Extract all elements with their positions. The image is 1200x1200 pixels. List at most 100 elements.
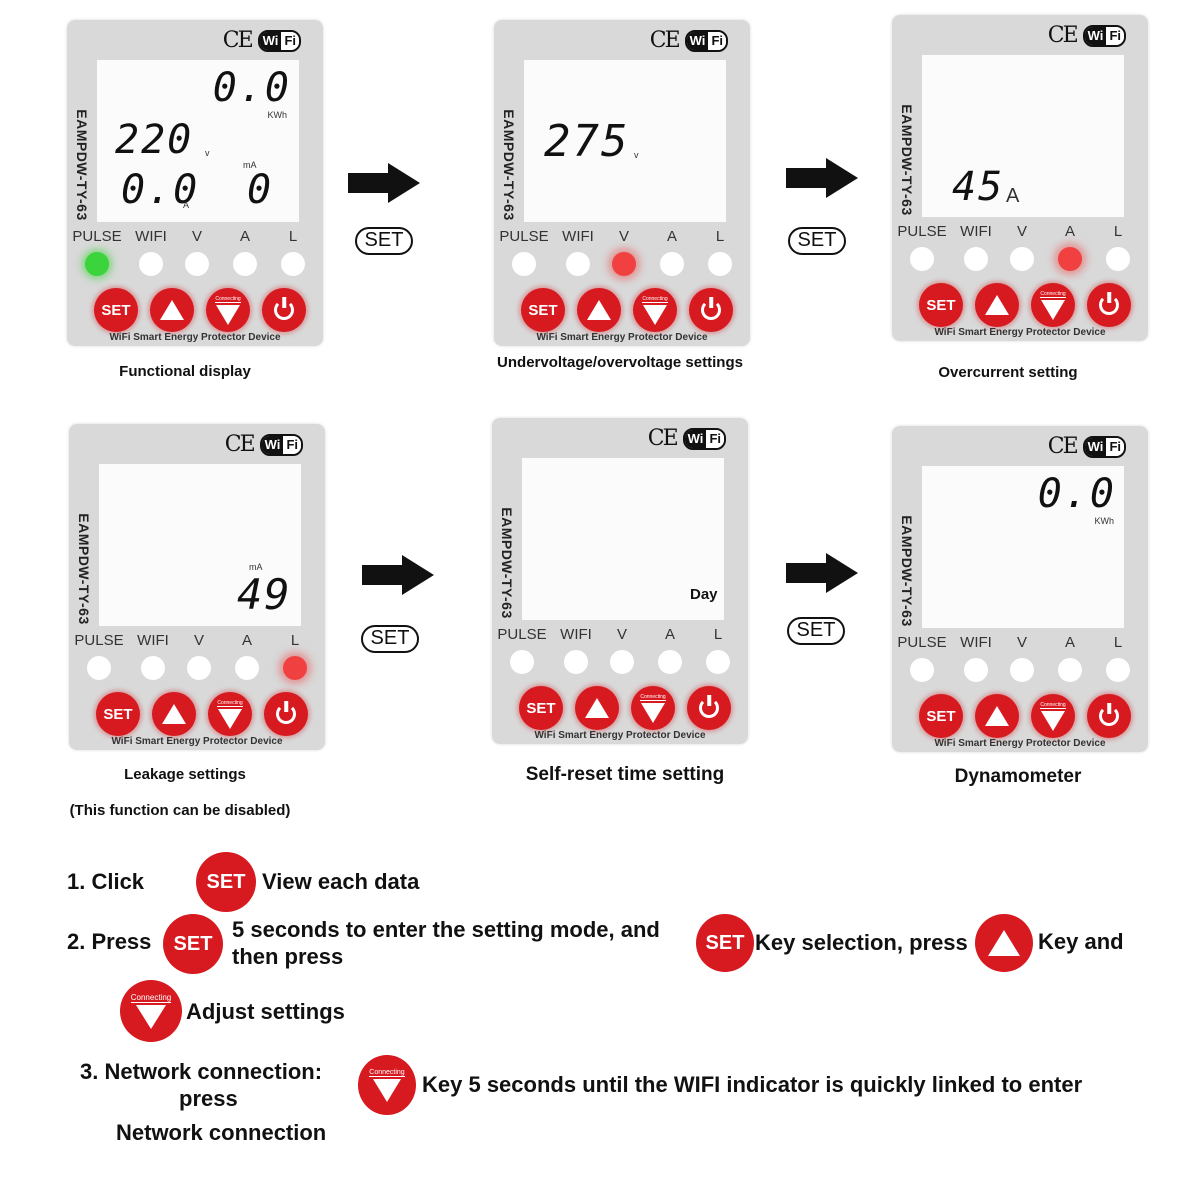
set-button[interactable]: SET xyxy=(519,686,563,730)
set-button[interactable]: SET xyxy=(919,694,963,738)
indicator-label-a: A xyxy=(1064,223,1076,240)
led-wifi-icon xyxy=(566,252,590,276)
voltage-unit: v xyxy=(634,150,639,160)
up-button[interactable] xyxy=(975,694,1019,738)
leak-reading: 0 xyxy=(247,167,274,213)
power-icon xyxy=(701,300,721,320)
connecting-down-button-icon: Connecting xyxy=(358,1055,416,1115)
arrow-right-icon xyxy=(362,555,434,595)
step2-text3: Key and xyxy=(1038,929,1124,954)
arrow-right-icon xyxy=(786,553,858,593)
panel-caption: Functional display xyxy=(119,363,251,380)
model-label: EAMPDW-TY-63 xyxy=(74,109,91,221)
indicator-label-wifi: WIFI xyxy=(560,626,592,643)
power-icon xyxy=(1099,706,1119,726)
connecting-down-button[interactable]: Connecting xyxy=(206,288,250,332)
indicator-label-pulse: PULSE xyxy=(897,634,947,651)
kwh-reading: 0.0 xyxy=(212,65,291,111)
down-arrow-icon xyxy=(642,304,667,325)
down-arrow-icon xyxy=(1040,710,1065,731)
up-button[interactable] xyxy=(975,283,1019,327)
arrow-right-icon xyxy=(348,163,420,203)
led-wifi-icon xyxy=(141,656,165,680)
indicator-label-a: A xyxy=(664,626,676,643)
indicator-label-v: V xyxy=(618,228,630,245)
set-button[interactable]: SET xyxy=(521,288,565,332)
leak-setpoint: 49 xyxy=(237,570,292,619)
model-label: EAMPDW-TY-63 xyxy=(899,515,916,627)
step2-text4: Adjust settings xyxy=(186,999,345,1024)
panel-caption: Undervoltage/overvoltage settings xyxy=(497,354,743,371)
indicator-label-wifi: WIFI xyxy=(137,632,169,649)
set-button[interactable]: SET xyxy=(919,283,963,327)
connecting-down-button[interactable]: Connecting xyxy=(208,692,252,736)
up-button[interactable] xyxy=(577,288,621,332)
up-button[interactable] xyxy=(152,692,196,736)
current-setpoint: 45 xyxy=(952,164,1005,210)
power-button[interactable] xyxy=(264,692,308,736)
step3-prefix-line2: press xyxy=(179,1086,238,1111)
set-button[interactable]: SET xyxy=(96,692,140,736)
power-button[interactable] xyxy=(687,686,731,730)
device-footer: WiFi Smart Energy Protector Device xyxy=(536,332,708,343)
connecting-down-button[interactable]: Connecting xyxy=(631,686,675,730)
down-arrow-icon xyxy=(640,702,665,723)
led-a-icon xyxy=(235,656,259,680)
up-arrow-icon xyxy=(162,704,186,724)
device-footer: WiFi Smart Energy Protector Device xyxy=(934,327,1106,338)
connecting-down-button[interactable]: Connecting xyxy=(633,288,677,332)
indicator-label-v: V xyxy=(1016,223,1028,240)
indicator-label-pulse: PULSE xyxy=(72,228,122,245)
ce-mark: CE xyxy=(649,28,681,53)
step3-text: Key 5 seconds until the WIFI indicator i… xyxy=(422,1072,1083,1097)
step1-text: View each data xyxy=(262,869,420,894)
panel-caption: Leakage settings xyxy=(124,766,246,783)
ce-mark: CE xyxy=(647,426,679,451)
power-button[interactable] xyxy=(1087,283,1131,327)
power-icon xyxy=(274,300,294,320)
indicator-label-pulse: PULSE xyxy=(897,223,947,240)
set-button[interactable]: SET xyxy=(94,288,138,332)
up-button[interactable] xyxy=(575,686,619,730)
indicator-label-pulse: PULSE xyxy=(74,632,124,649)
up-button-icon xyxy=(975,914,1033,972)
indicator-label-v: V xyxy=(193,632,205,649)
led-l-icon xyxy=(708,252,732,276)
current-reading: 0.0 xyxy=(121,167,200,213)
led-l-icon xyxy=(1106,247,1130,271)
set-transition-label: SET xyxy=(355,227,413,255)
voltage-reading: 220 xyxy=(115,117,194,163)
step2-text2: Key selection, press xyxy=(755,930,968,955)
connecting-down-button[interactable]: Connecting xyxy=(1031,694,1075,738)
current-unit: A xyxy=(183,200,190,210)
up-arrow-icon xyxy=(985,706,1009,726)
arrow-right-icon xyxy=(786,158,858,198)
power-button[interactable] xyxy=(1087,694,1131,738)
power-button[interactable] xyxy=(262,288,306,332)
indicator-label-l: L xyxy=(1113,223,1123,240)
power-button[interactable] xyxy=(689,288,733,332)
power-icon xyxy=(699,698,719,718)
up-button[interactable] xyxy=(150,288,194,332)
connecting-down-button[interactable]: Connecting xyxy=(1031,283,1075,327)
led-pulse-icon xyxy=(910,658,934,682)
day-label: Day xyxy=(690,586,718,603)
led-pulse-icon xyxy=(87,656,111,680)
step3-prefix-line3: Network connection xyxy=(116,1120,327,1145)
device-footer: WiFi Smart Energy Protector Device xyxy=(934,738,1106,749)
